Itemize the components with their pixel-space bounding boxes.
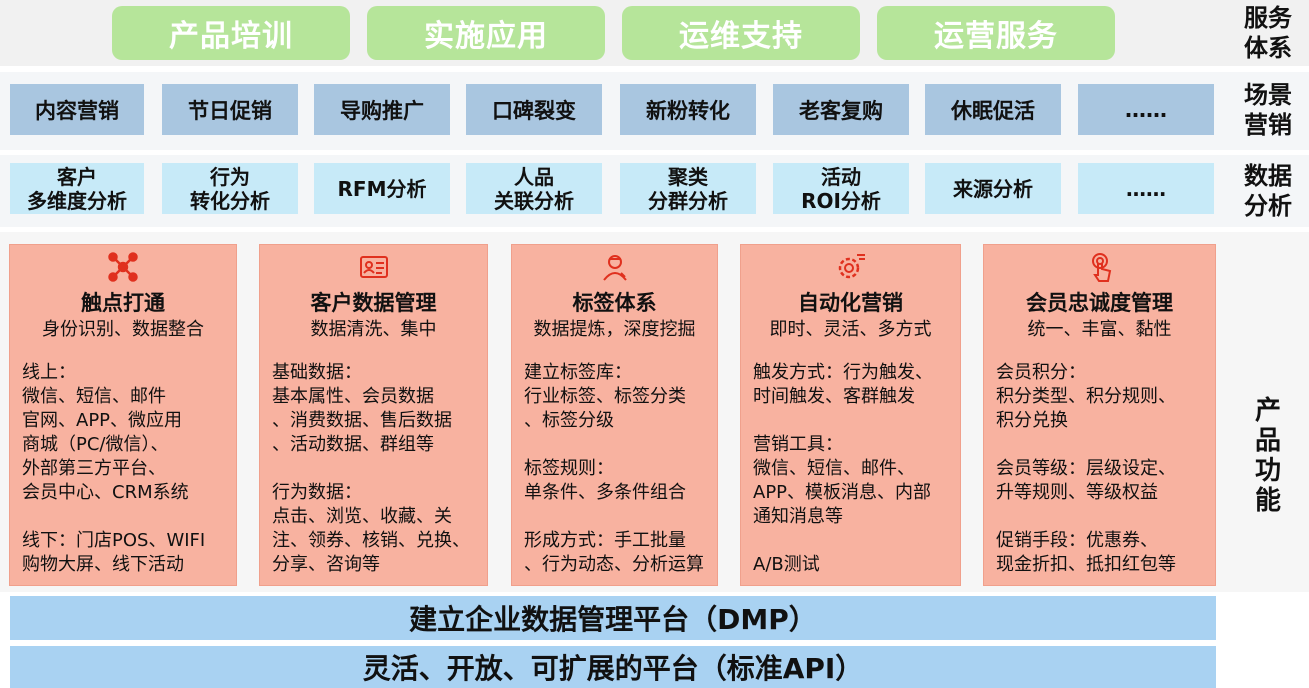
function-card-automation: 自动化营销 即时、灵活、多方式 触发方式：行为触发、 时间触发、客群触发 营销工… bbox=[740, 244, 961, 586]
scenario-item: 老客复购 bbox=[773, 84, 909, 135]
card-paragraph: 触发方式：行为触发、 时间触发、客群触发 bbox=[753, 362, 933, 407]
card-paragraph: 促销手段：优惠券、 现金折扣、抵扣红包等 bbox=[996, 530, 1176, 575]
function-card-tag-system: 标签体系 数据提炼，深度挖掘 建立标签库： 行业标签、标签分类 、标签分级 标签… bbox=[511, 244, 718, 586]
card-paragraph: 行为数据： 点击、浏览、收藏、关 注、领券、核销、兑换、 分享、咨询等 bbox=[272, 482, 470, 575]
card-subtitle: 数据提炼，深度挖掘 bbox=[533, 319, 696, 340]
card-paragraph: 会员积分： 积分类型、积分规则、 积分兑换 bbox=[996, 362, 1176, 431]
card-paragraph: A/B测试 bbox=[753, 554, 820, 575]
analysis-item: RFM分析 bbox=[314, 163, 450, 214]
card-title: 触点打通 bbox=[81, 291, 165, 315]
service-item-maintenance: 运维支持 bbox=[622, 6, 860, 60]
card-paragraph: 线上： 微信、短信、邮件 官网、APP、微应用 商城（PC/微信）、 外部第三方… bbox=[22, 362, 189, 503]
card-paragraph: 营销工具： 微信、短信、邮件、 APP、模板消息、内部 通知消息等 bbox=[753, 434, 932, 527]
scenario-marketing-label: 场景 营销 bbox=[1244, 81, 1292, 139]
user-tag-icon bbox=[602, 255, 627, 281]
gear-automation-icon bbox=[838, 254, 865, 279]
analysis-item: 活动 ROI分析 bbox=[773, 163, 909, 214]
touch-hand-icon bbox=[1091, 253, 1111, 282]
card-title: 会员忠诚度管理 bbox=[1026, 291, 1173, 315]
service-system-label: 服务 体系 bbox=[1244, 4, 1292, 62]
scenario-item: 导购推广 bbox=[314, 84, 450, 135]
id-card-icon bbox=[359, 256, 388, 278]
function-card-loyalty: 会员忠诚度管理 统一、丰富、黏性 会员积分： 积分类型、积分规则、 积分兑换 会… bbox=[983, 244, 1216, 586]
function-card-customer-data: 客户数据管理 数据清洗、集中 基础数据： 基本属性、会员数据 、消费数据、售后数… bbox=[259, 244, 488, 586]
card-title: 客户数据管理 bbox=[310, 291, 437, 315]
card-subtitle: 即时、灵活、多方式 bbox=[769, 319, 932, 340]
card-paragraph: 会员等级：层级设定、 升等规则、等级权益 bbox=[996, 458, 1176, 503]
card-title: 标签体系 bbox=[572, 291, 657, 315]
analysis-item: 来源分析 bbox=[925, 163, 1061, 214]
analysis-item: …… bbox=[1078, 163, 1214, 214]
standard-api-platform-bar: 灵活、开放、可扩展的平台（标准API） bbox=[10, 646, 1216, 688]
scenario-item: 休眠促活 bbox=[925, 84, 1061, 135]
card-paragraph: 建立标签库： 行业标签、标签分类 、标签分级 bbox=[524, 362, 686, 431]
analysis-item: 客户 多维度分析 bbox=[10, 163, 144, 214]
product-functions-label: 产 品 功 能 bbox=[1254, 396, 1281, 516]
scenario-item: 内容营销 bbox=[10, 84, 144, 135]
card-subtitle: 统一、丰富、黏性 bbox=[1027, 319, 1172, 340]
scenario-item: …… bbox=[1078, 84, 1214, 135]
data-analysis-label: 数据 分析 bbox=[1244, 162, 1292, 220]
card-title: 自动化营销 bbox=[798, 291, 903, 315]
card-subtitle: 身份识别、数据整合 bbox=[42, 319, 204, 340]
network-nodes-icon bbox=[108, 252, 138, 282]
scenario-item: 节日促销 bbox=[162, 84, 298, 135]
function-card-touchpoints: 触点打通 身份识别、数据整合 线上： 微信、短信、邮件 官网、APP、微应用 商… bbox=[9, 244, 237, 586]
card-paragraph: 形成方式：手工批量 、行为动态、分析运算 bbox=[524, 530, 704, 575]
service-item-training: 产品培训 bbox=[112, 6, 350, 60]
card-paragraph: 标签规则： 单条件、多条件组合 bbox=[524, 458, 686, 503]
service-item-operations: 运营服务 bbox=[877, 6, 1115, 60]
card-subtitle: 数据清洗、集中 bbox=[310, 319, 437, 340]
analysis-item: 人品 关联分析 bbox=[466, 163, 602, 214]
scenario-item: 口碑裂变 bbox=[466, 84, 602, 135]
service-item-implementation: 实施应用 bbox=[367, 6, 605, 60]
scenario-item: 新粉转化 bbox=[620, 84, 756, 135]
analysis-item: 行为 转化分析 bbox=[162, 163, 298, 214]
card-paragraph: 基础数据： 基本属性、会员数据 、消费数据、售后数据 、活动数据、群组等 bbox=[272, 362, 452, 455]
card-paragraph: 线下：门店POS、WIFI 购物大屏、线下活动 bbox=[22, 530, 206, 575]
dmp-platform-bar: 建立企业数据管理平台（DMP） bbox=[10, 596, 1216, 640]
analysis-item: 聚类 分群分析 bbox=[620, 163, 756, 214]
